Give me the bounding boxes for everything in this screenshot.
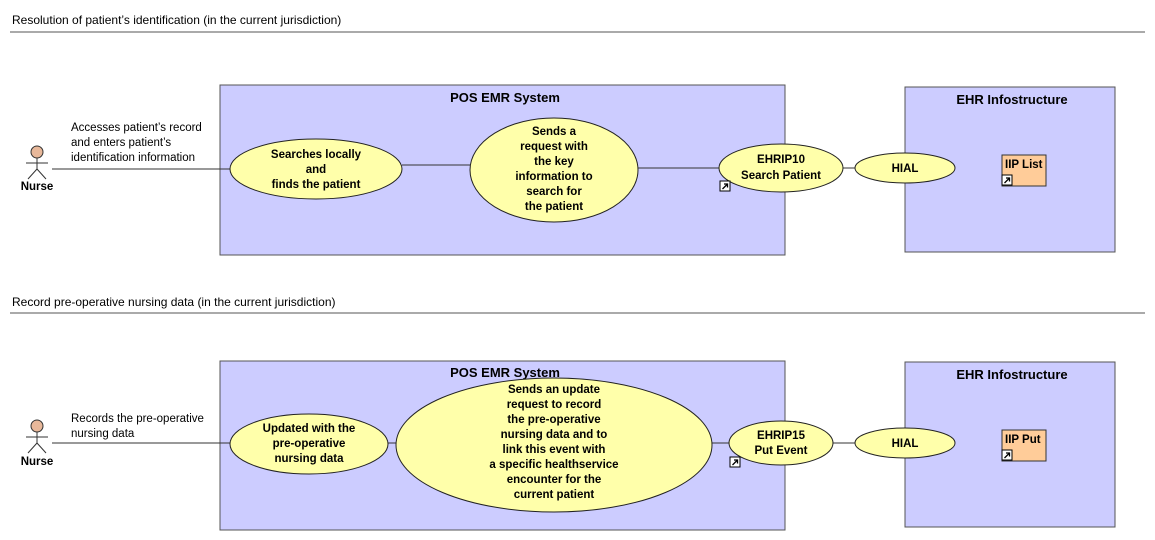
uc-text-line: pre-operative (273, 438, 346, 450)
use-case-interaction-ehrip10[interactable]: EHRIP10 Search Patient (718, 143, 844, 193)
use-case-send-request[interactable]: Sends a request with the key information… (469, 117, 639, 223)
uc-text-line: and (306, 164, 326, 176)
component-label: IIP Put (1005, 434, 1041, 446)
uc-text-line: Sends a (532, 126, 577, 138)
uc-text-line: request to record (507, 399, 602, 411)
actor-nurse[interactable]: Nurse (21, 145, 54, 193)
actor-nurse[interactable]: Nurse (21, 419, 54, 468)
uc-text-line: request with (520, 141, 588, 153)
actor-figure-icon (26, 419, 48, 454)
link-arrow-icon[interactable] (719, 180, 731, 192)
system-title: POS EMR System (450, 90, 560, 105)
use-case-search-locally[interactable]: Searches locally and finds the patient (229, 138, 403, 200)
use-case-hial[interactable]: HIAL (854, 152, 956, 184)
uc-text-line: Put Event (754, 445, 807, 457)
uc-text-line: Updated with the (263, 423, 356, 435)
association-label: Records the pre-operative nursing data (71, 413, 204, 440)
uc-text-line: HIAL (892, 438, 919, 450)
component-iip-list[interactable]: IIP List (1001, 154, 1047, 187)
association-line: Records the pre-operative (71, 413, 204, 425)
uc-text-line: the pre-operative (507, 414, 600, 426)
association-line: Accesses patient’s record (71, 122, 202, 134)
uc-text-line: Sends an update (508, 384, 600, 396)
section-pre-operative-data: Record pre-operative nursing data (in th… (10, 295, 1145, 531)
uc-text-line: a specific healthservice (489, 459, 618, 471)
link-arrow-icon[interactable] (1001, 449, 1013, 461)
association-line: identification information (71, 152, 195, 164)
uc-text-line: EHRIP15 (757, 430, 806, 442)
use-case-send-update[interactable]: Sends an update request to record the pr… (395, 377, 713, 513)
ehr-title: EHR Infostructure (956, 367, 1067, 382)
uc-text-line: the patient (525, 201, 583, 213)
uc-text-line: current patient (514, 489, 595, 501)
link-arrow-icon[interactable] (1001, 174, 1013, 186)
component-label: IIP List (1005, 159, 1043, 171)
section-title: Resolution of patient’s identification (… (12, 13, 341, 27)
section-title: Record pre-operative nursing data (in th… (12, 295, 336, 309)
uc-text-line: encounter for the (507, 474, 602, 486)
uc-text-line: nursing data and to (501, 429, 608, 441)
uc-text-line: HIAL (892, 163, 919, 175)
association-label: Accesses patient’s record and enters pat… (71, 122, 202, 164)
uc-text-line: information to (515, 171, 592, 183)
actor-figure-icon (26, 145, 48, 180)
use-case-updated-data[interactable]: Updated with the pre-operative nursing d… (229, 413, 389, 475)
actor-label: Nurse (21, 181, 54, 193)
uc-text-line: EHRIP10 (757, 154, 805, 166)
uc-text-line: Search Patient (741, 170, 821, 182)
component-iip-put[interactable]: IIP Put (1001, 429, 1047, 462)
uc-text-line: Searches locally (271, 149, 362, 161)
system-title: POS EMR System (450, 365, 560, 380)
link-arrow-icon[interactable] (729, 456, 741, 468)
uc-text-line: search for (526, 186, 582, 198)
uc-text-line: finds the patient (272, 179, 361, 191)
ehr-title: EHR Infostructure (956, 92, 1067, 107)
uc-text-line: link this event with (503, 444, 606, 456)
section-patient-identification: Resolution of patient’s identification (… (10, 13, 1145, 256)
association-line: nursing data (71, 428, 135, 440)
actor-label: Nurse (21, 456, 54, 468)
use-case-interaction-ehrip15[interactable]: EHRIP15 Put Event (728, 420, 834, 468)
association-line: and enters patient’s (71, 137, 171, 149)
uc-text-line: nursing data (274, 453, 344, 465)
use-case-hial[interactable]: HIAL (854, 427, 956, 459)
uc-text-line: the key (534, 156, 574, 168)
